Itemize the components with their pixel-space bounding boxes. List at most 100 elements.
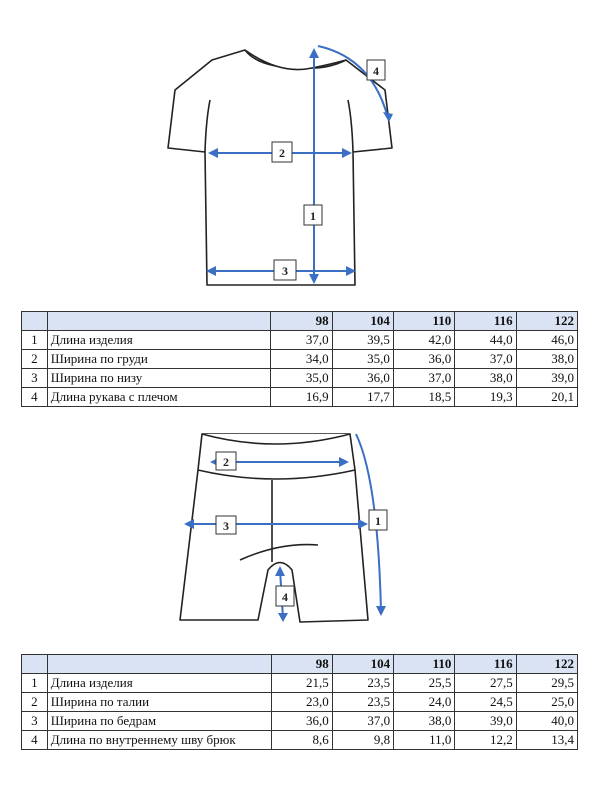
cell-value: 24,5	[454, 692, 517, 712]
cell-value: 34,0	[270, 349, 333, 369]
cell-value: 16,9	[270, 387, 333, 407]
shorts-waistband	[197, 433, 356, 480]
table-header-row: 98 104 110 116 122	[21, 311, 579, 331]
cell-value: 39,5	[331, 330, 394, 350]
cell-value: 37,0	[331, 711, 395, 731]
cell-value: 20,1	[515, 387, 579, 407]
size-header: 110	[392, 311, 456, 331]
marker-4: 4	[275, 585, 295, 607]
cell-value: 8,6	[270, 730, 333, 750]
marker-1: 1	[368, 509, 388, 531]
cell-value: 19,3	[454, 387, 517, 407]
cell-value: 18,5	[392, 387, 456, 407]
cell-value: 36,0	[270, 711, 333, 731]
svg-text:4: 4	[282, 590, 288, 604]
row-index: 1	[21, 330, 48, 350]
cell-value: 17,7	[331, 387, 394, 407]
svg-text:3: 3	[282, 264, 288, 278]
svg-text:1: 1	[375, 514, 381, 528]
row-label: Длина изделия	[46, 673, 272, 693]
size-header: 122	[515, 311, 579, 331]
svg-text:2: 2	[279, 146, 285, 160]
measure-line-4	[317, 45, 389, 119]
tshirt-armhole	[204, 99, 354, 153]
marker-3: 3	[215, 515, 237, 535]
cell-value: 25,0	[515, 692, 579, 712]
row-index: 4	[21, 387, 48, 407]
cell-value: 36,0	[392, 349, 456, 369]
row-index: 3	[21, 711, 48, 731]
row-index: 1	[21, 673, 48, 693]
cell-value: 23,5	[331, 673, 395, 693]
size-header: 98	[270, 311, 333, 331]
cell-value: 44,0	[454, 330, 517, 350]
svg-text:1: 1	[310, 209, 316, 223]
cell-value: 9,8	[331, 730, 395, 750]
cell-value: 37,0	[270, 330, 333, 350]
marker-4: 4	[366, 59, 386, 81]
cell-value: 11,0	[393, 730, 456, 750]
cell-value: 38,0	[454, 368, 517, 388]
table-header-row: 98 104 110 116 122	[21, 654, 579, 674]
shorts-outline	[179, 433, 369, 623]
cell-value: 38,0	[515, 349, 579, 369]
cell-value: 27,5	[454, 673, 517, 693]
shorts-diagram: 1 2 3 4	[179, 433, 388, 623]
marker-1: 1	[303, 204, 323, 226]
row-index: 2	[21, 349, 48, 369]
cell-value: 21,5	[270, 673, 333, 693]
row-index: 4	[21, 730, 48, 750]
row-label: Ширина по талии	[46, 692, 272, 712]
size-header: 104	[331, 654, 395, 674]
size-header: 98	[270, 654, 333, 674]
size-header: 116	[454, 654, 517, 674]
cell-value: 29,5	[515, 673, 579, 693]
row-label: Длина изделия	[46, 330, 272, 350]
cell-value: 40,0	[515, 711, 579, 731]
row-index: 2	[21, 692, 48, 712]
cell-value: 36,0	[331, 368, 394, 388]
row-label: Ширина по груди	[46, 349, 272, 369]
tshirt-diagram: 1 2 3 4	[167, 45, 393, 286]
svg-text:4: 4	[373, 64, 379, 78]
cell-value: 24,0	[393, 692, 456, 712]
size-header: 122	[515, 654, 579, 674]
cell-value: 46,0	[515, 330, 579, 350]
row-label: Ширина по бедрам	[46, 711, 272, 731]
cell-value: 35,0	[270, 368, 333, 388]
svg-text:3: 3	[223, 519, 229, 533]
row-label: Ширина по низу	[46, 368, 272, 388]
marker-2: 2	[271, 141, 293, 163]
size-header: 116	[454, 311, 517, 331]
cell-value: 13,4	[515, 730, 579, 750]
marker-2: 2	[215, 451, 237, 471]
cell-value: 37,0	[454, 349, 517, 369]
svg-text:2: 2	[223, 455, 229, 469]
tshirt-collar	[244, 49, 347, 71]
size-header: 110	[393, 654, 456, 674]
cell-value: 38,0	[393, 711, 456, 731]
row-label: Длина по внутреннему шву брюк	[46, 730, 272, 750]
row-label: Длина рукава с плечом	[46, 387, 272, 407]
marker-3: 3	[273, 259, 297, 281]
cell-value: 25,5	[393, 673, 456, 693]
cell-value: 35,0	[331, 349, 394, 369]
cell-value: 23,5	[331, 692, 395, 712]
cell-value: 23,0	[270, 692, 333, 712]
tshirt-outline	[167, 49, 393, 286]
cell-value: 39,0	[454, 711, 517, 731]
cell-value: 12,2	[454, 730, 517, 750]
size-header: 104	[331, 311, 394, 331]
row-index: 3	[21, 368, 48, 388]
cell-value: 39,0	[515, 368, 579, 388]
